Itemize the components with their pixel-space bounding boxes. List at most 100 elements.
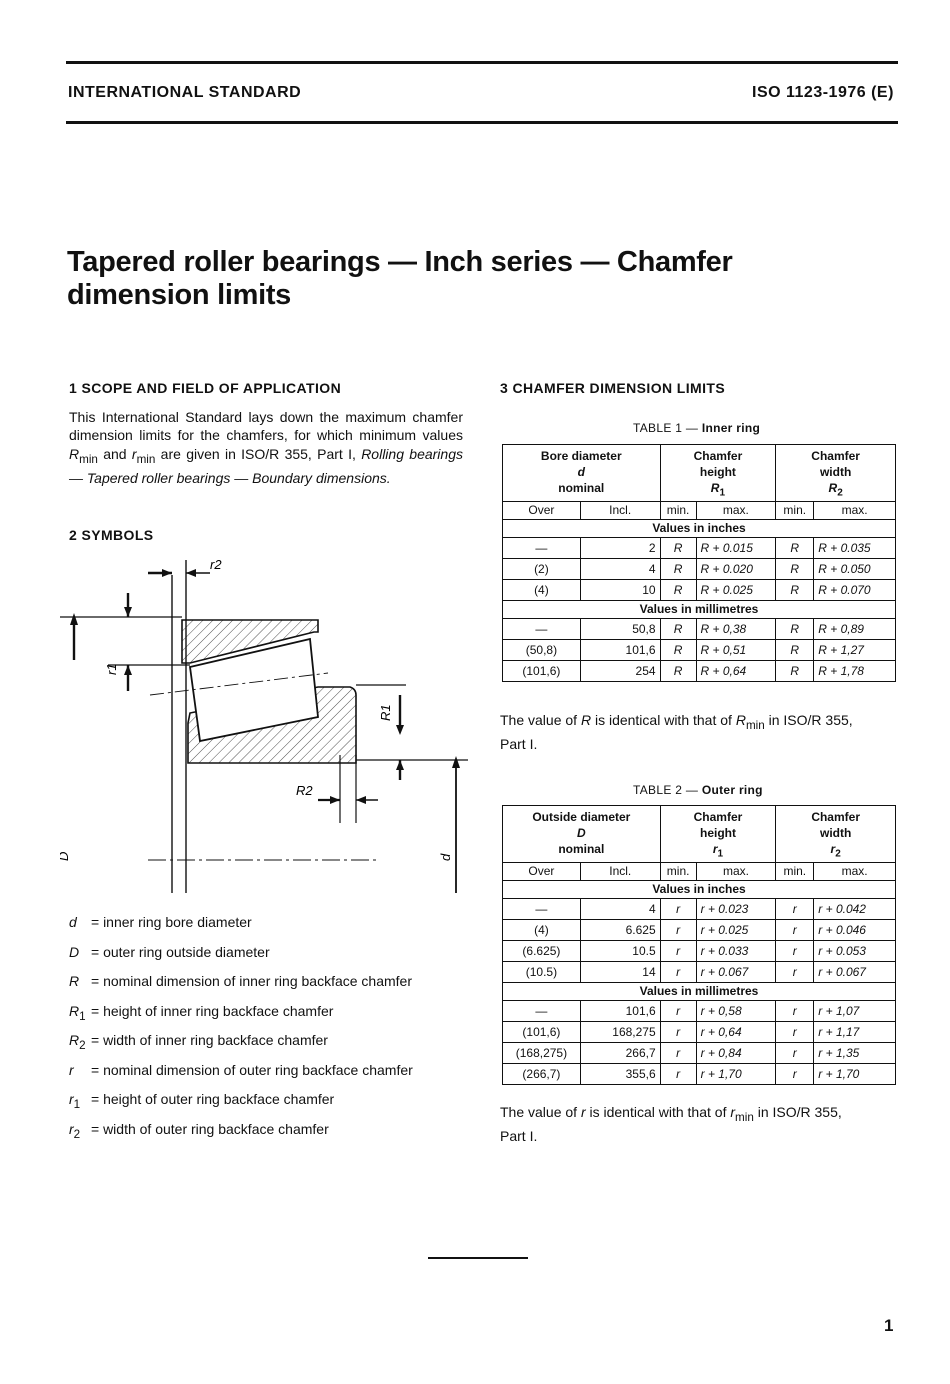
table-cell-wmin: R [775,558,815,581]
table-2-caption: TABLE 2 — Outer ring [633,783,763,797]
table-cell-over: (50,8) [502,639,581,662]
table-cell-wmin: r [775,961,815,984]
t1-sub-min: min. [659,501,697,521]
table-cell-wmin: R [775,537,815,560]
symbol-letter: R2 [69,1032,86,1052]
table-cell-hmax: R + 0,38 [695,618,777,641]
table-cell-wmin: R [775,660,815,683]
table-cell-hmax: R + 0.015 [695,537,777,560]
table-cell-hmin: R [659,537,697,560]
scope-text-b: are given in ISO/R 355, Part I, [155,445,362,462]
table-cell-hmin: R [659,558,697,581]
symbol-letter: D [69,944,80,960]
table-cell-incl: 10 [579,579,661,602]
fig-label-d: d [438,853,453,861]
t1-sub-min2: min. [775,501,815,521]
t2-sub-incl: Incl. [579,862,661,882]
table-cell-wmin: r [775,1042,815,1065]
table-cell-wmin: r [775,898,815,921]
symbol-row: R= nominal dimension of inner ring backf… [69,973,412,989]
t1-sub-max: max. [695,501,777,521]
table-cell-hmin: r [659,1000,697,1023]
table-cell-incl: 14 [579,961,661,984]
table-cell-hmax: r + 1,70 [695,1063,777,1086]
section-1-heading: 1 SCOPE AND FIELD OF APPLICATION [69,380,342,396]
table-cell-incl: 6.625 [579,919,661,942]
symbol-row: D = outer ring outside diameter [69,944,270,960]
section-2-heading: 2 SYMBOLS [69,527,154,543]
table-2-caption-title: Outer ring [701,783,763,797]
small-rmin-sub: min [136,452,156,466]
table-cell-incl: 266,7 [579,1042,661,1065]
symbol-letter: r1 [69,1091,81,1111]
table-cell-hmax: r + 0,58 [695,1000,777,1023]
symbol-description: = width of outer ring backface chamfer [91,1121,329,1137]
table-cell-hmax: r + 0.067 [695,961,777,984]
table-cell-wmin: R [775,639,815,662]
table-cell-over: (2) [502,558,581,581]
symbol-letter: R1 [69,1003,86,1023]
table-cell-over: — [502,537,581,560]
roller-section [188,637,319,743]
scope-text-and: and [97,445,132,462]
table-2-caption-prefix: TABLE 2 — [633,783,702,797]
table-cell-hmin: r [659,1042,697,1065]
symbol-description: = inner ring bore diameter [91,914,252,930]
document-title: Tapered roller bearings — Inch series — … [67,246,767,312]
symbol-description: = outer ring outside diameter [91,944,270,960]
table-cell-hmin: r [659,940,697,963]
table-cell-hmax: r + 0,64 [695,1021,777,1044]
fig-label-r1: r1 [104,663,119,675]
table-cell-wmin: R [775,618,815,641]
table-cell-hmin: r [659,898,697,921]
table-cell-hmax: r + 0,84 [695,1042,777,1065]
symbol-description: = nominal dimension of outer ring backfa… [91,1062,413,1078]
table-cell-wmax: r + 1,17 [813,1021,896,1044]
footer-rule [428,1257,528,1259]
table-cell-over: — [502,898,581,921]
table-cell-incl: 4 [579,898,661,921]
header-left: INTERNATIONAL STANDARD [68,84,302,101]
symbol-row: R2= width of inner ring backface chamfer [69,1032,328,1052]
table-cell-over: — [502,618,581,641]
section-3-heading: 3 CHAMFER DIMENSION LIMITS [500,380,726,396]
table-cell-incl: 355,6 [579,1063,661,1086]
scope-reference: Rolling bearings — Tapered roller bearin… [69,445,463,487]
table-1-note: The value of R is identical with that of… [500,712,853,753]
symbol-description: = height of inner ring backface chamfer [91,1003,334,1019]
table-2-note: The value of r is identical with that of… [500,1104,842,1145]
t2-sub-over: Over [502,862,581,882]
table-cell-hmax: r + 0.025 [695,919,777,942]
t2-sub-max: max. [695,862,777,882]
t2-sub-min: min. [659,862,697,882]
t2-band-mm: Values in millimetres [502,982,896,1002]
table-cell-over: (10.5) [502,961,581,984]
symbol-row: r1= height of outer ring backface chamfe… [69,1091,334,1111]
table-cell-hmin: R [659,618,697,641]
table-cell-hmax: R + 0,51 [695,639,777,662]
table-1-caption-prefix: TABLE 1 — [633,421,702,435]
table-1-caption: TABLE 1 — Inner ring [633,421,760,435]
table-cell-wmax: R + 0.035 [813,537,896,560]
table-cell-hmin: r [659,961,697,984]
table-cell-wmax: r + 0.067 [813,961,896,984]
table-cell-hmax: R + 0,64 [695,660,777,683]
t1-sub-max2: max. [813,501,896,521]
